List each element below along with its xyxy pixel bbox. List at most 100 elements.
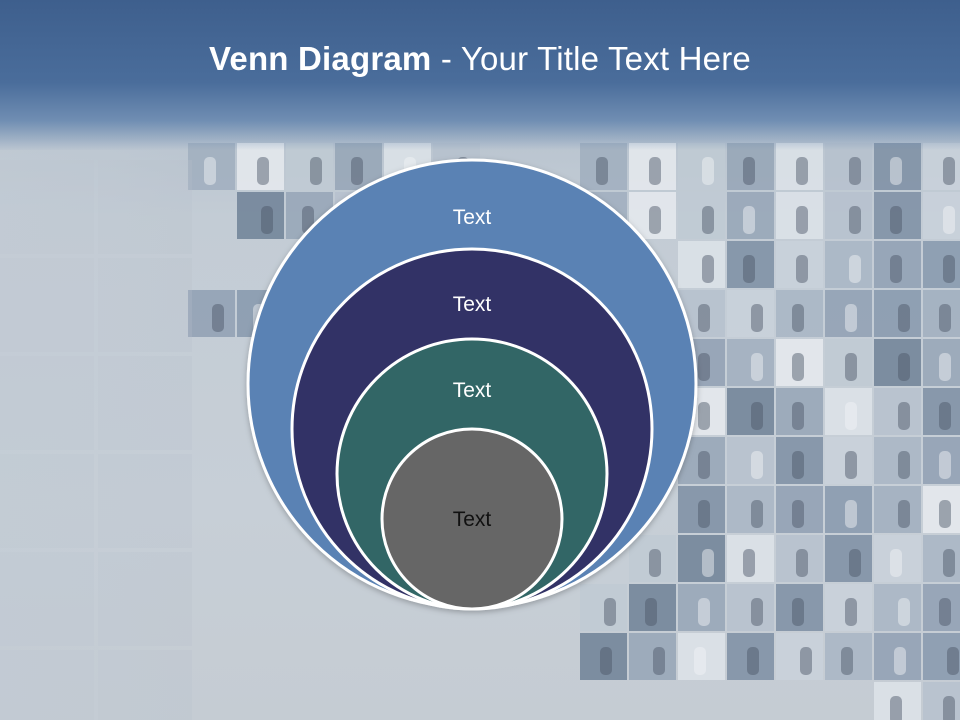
mosaic-tile [923, 241, 960, 288]
mosaic-tile-figure [698, 353, 710, 381]
mosaic-tile-figure [890, 206, 902, 234]
mosaic-tile-figure [890, 157, 902, 185]
mosaic-tile-figure [649, 206, 661, 234]
mosaic-tile [727, 388, 774, 435]
mosaic-tile-figure [751, 402, 763, 430]
mosaic-tile [776, 535, 823, 582]
mosaic-tile [629, 633, 676, 680]
mosaic-tile-figure [604, 598, 616, 626]
mosaic-tile-figure [890, 549, 902, 577]
mosaic-tile-figure [645, 598, 657, 626]
mosaic-tile [776, 241, 823, 288]
mosaic-tile-figure [702, 255, 714, 283]
mosaic-tile-figure [751, 451, 763, 479]
mosaic-tile-figure [698, 451, 710, 479]
mosaic-tile [678, 584, 725, 631]
mosaic-tile-figure [653, 647, 665, 675]
mosaic-tile [776, 584, 823, 631]
mosaic-tile-figure [796, 157, 808, 185]
mosaic-tile-figure [898, 500, 910, 528]
mosaic-tile-figure [898, 304, 910, 332]
mosaic-tile-figure [698, 598, 710, 626]
mosaic-tile-figure [747, 647, 759, 675]
circle-second-label: Text [453, 293, 492, 316]
mosaic-tile [923, 486, 960, 533]
mosaic-tile-figure [751, 304, 763, 332]
mosaic-tile-figure [845, 402, 857, 430]
mosaic-tile [776, 388, 823, 435]
mosaic-tile [825, 143, 872, 190]
mosaic-tile-figure [943, 206, 955, 234]
slide-title: Venn Diagram - Your Title Text Here [0, 40, 960, 78]
mosaic-tile-figure [796, 255, 808, 283]
mosaic-tile-figure [939, 304, 951, 332]
header-band [0, 0, 960, 150]
mosaic-tile-figure [849, 157, 861, 185]
mosaic-tile [825, 339, 872, 386]
mosaic-tile-figure [898, 598, 910, 626]
mosaic-tile [727, 535, 774, 582]
mosaic-tile [825, 437, 872, 484]
mosaic-tile-figure [849, 549, 861, 577]
mosaic-tile [874, 437, 921, 484]
mosaic-tile-figure [939, 353, 951, 381]
mosaic-tile [678, 143, 725, 190]
mosaic-tile [678, 535, 725, 582]
mosaic-tile [825, 535, 872, 582]
mosaic-tile-figure [898, 353, 910, 381]
mosaic-tile-figure [596, 157, 608, 185]
mosaic-tile [776, 192, 823, 239]
mosaic-tile [825, 633, 872, 680]
circle-inner[interactable] [380, 427, 564, 611]
mosaic-tile [874, 486, 921, 533]
mosaic-tile-figure [898, 451, 910, 479]
mosaic-tile [629, 143, 676, 190]
mosaic-tile [874, 682, 921, 720]
mosaic-tile-figure [947, 647, 959, 675]
mosaic-tile [678, 633, 725, 680]
mosaic-tile [825, 241, 872, 288]
mosaic-tile [727, 192, 774, 239]
mosaic-tile [874, 192, 921, 239]
mosaic-tile-figure [792, 402, 804, 430]
mosaic-tile [923, 584, 960, 631]
slide-title-rest: - Your Title Text Here [431, 40, 751, 77]
mosaic-tile-figure [845, 353, 857, 381]
mosaic-tile-figure [649, 549, 661, 577]
mosaic-tile-figure [751, 598, 763, 626]
mosaic-tile-figure [845, 598, 857, 626]
slide-title-bold: Venn Diagram [209, 40, 432, 77]
circle-third-label: Text [453, 379, 492, 402]
mosaic-tile [923, 633, 960, 680]
mosaic-tile [776, 486, 823, 533]
mosaic-tile-figure [743, 206, 755, 234]
mosaic-tile [874, 339, 921, 386]
mosaic-tile [776, 290, 823, 337]
mosaic-tile-figure [845, 500, 857, 528]
mosaic-tile [825, 584, 872, 631]
mosaic-tile-figure [698, 500, 710, 528]
mosaic-tile-figure [702, 157, 714, 185]
mosaic-tile-figure [792, 304, 804, 332]
mosaic-tile [580, 633, 627, 680]
mosaic-tile [923, 192, 960, 239]
mosaic-tile-figure [939, 598, 951, 626]
mosaic-tile [825, 290, 872, 337]
mosaic-tile-figure [751, 353, 763, 381]
mosaic-tile-figure [351, 157, 363, 185]
mosaic-tile-figure [800, 647, 812, 675]
mosaic-tile-figure [698, 304, 710, 332]
mosaic-tile [727, 584, 774, 631]
mosaic-tile [825, 192, 872, 239]
mosaic-tile-figure [796, 206, 808, 234]
mosaic-tile-figure [890, 255, 902, 283]
mosaic-tile [874, 633, 921, 680]
mosaic-tile [727, 241, 774, 288]
mosaic-tile [727, 486, 774, 533]
circle-inner-label: Text [453, 508, 492, 531]
mosaic-tile [580, 584, 627, 631]
mosaic-tile-figure [743, 255, 755, 283]
mosaic-tile-figure [702, 206, 714, 234]
mosaic-tile-figure [939, 451, 951, 479]
